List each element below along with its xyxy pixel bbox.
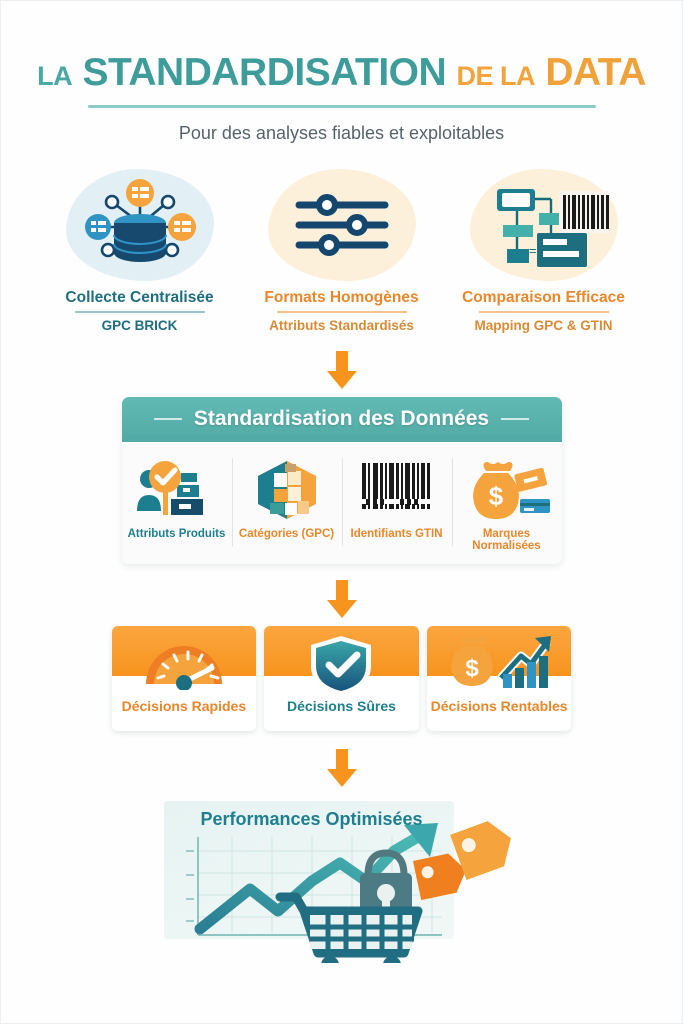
flowchart-barcode-icon: =	[469, 169, 618, 281]
top-card-row: Collecte Centralisée GPC BRICK	[1, 169, 682, 333]
title-divider	[87, 105, 596, 108]
money-bag-tag-icon: $	[454, 456, 560, 524]
top-card-title: Collecte Centralisée	[65, 289, 214, 306]
panel-item-categories[interactable]: Catégories (GPC)	[231, 452, 342, 552]
title-part-dela: DE LA	[456, 61, 536, 91]
decision-card-sures[interactable]: Décisions Sûres	[264, 625, 419, 731]
panel-heading: Standardisation des Données	[193, 407, 490, 431]
panel-item-label: Catégories (GPC)	[238, 527, 335, 540]
arrow-down-icon-2	[326, 579, 357, 618]
standardisation-panel: Standardisation des Données	[121, 396, 562, 564]
panel-item-gtin[interactable]: Identifiants GTIN	[341, 452, 452, 552]
barcode-icon	[344, 456, 450, 524]
speedometer-icon	[112, 634, 257, 690]
performance-section: Performances Optimisées	[142, 793, 542, 963]
top-card-comparaison[interactable]: = Comparaison Efficace	[454, 169, 634, 333]
svg-text:=: =	[529, 243, 537, 258]
price-tag-icon	[412, 820, 511, 900]
arrow-down-icon-3	[326, 748, 357, 787]
shield-check-icon	[264, 634, 419, 698]
top-card-title: Formats Homogènes	[264, 289, 419, 306]
panel-body: Attributs Produits	[121, 441, 562, 564]
database-network-icon	[65, 169, 214, 281]
panel-item-attributs[interactable]: Attributs Produits	[122, 452, 232, 552]
panel-item-label: Marques Normalisées	[472, 527, 541, 552]
padlock-icon	[359, 849, 412, 917]
top-card-collecte[interactable]: Collecte Centralisée GPC BRICK	[50, 169, 230, 333]
panel-item-marques[interactable]: $ Marques Normalisées	[451, 452, 562, 552]
page-title: LA STANDARDISATION DE LA DATA	[1, 53, 682, 92]
trend-up-chart-icon	[185, 820, 511, 963]
svg-text:$: $	[465, 655, 479, 682]
title-part-standardisation: STANDARDISATION	[82, 51, 447, 94]
panel-dash-right	[501, 417, 530, 421]
decision-card-rentables[interactable]: $ Décisions Rentables	[426, 625, 572, 731]
top-card-divider	[74, 311, 205, 313]
arrow-down-icon-1	[326, 350, 357, 389]
header: LA STANDARDISATION DE LA DATA Pour des a…	[1, 1, 682, 144]
svg-text:$: $	[488, 481, 503, 511]
title-part-data: DATA	[545, 51, 646, 94]
person-check-boxes-icon	[124, 456, 230, 524]
top-card-divider	[478, 311, 609, 313]
top-card-subtitle: Mapping GPC & GTIN	[474, 317, 613, 333]
decision-card-label: Décisions Rentables	[430, 697, 568, 714]
decision-row: Décisions Rapides Décisions Sûres	[111, 625, 572, 731]
decision-card-label: Décisions Sûres	[287, 697, 396, 714]
panel-header: Standardisation des Données	[121, 396, 562, 442]
sliders-icon	[267, 169, 416, 281]
panel-item-label: Identifiants GTIN	[350, 527, 443, 540]
shopping-cart-icon	[275, 892, 422, 963]
top-card-subtitle: Attributs Standardisés	[269, 317, 414, 333]
performance-title: Performances Optimisées	[200, 808, 423, 829]
top-card-title: Comparaison Efficace	[462, 289, 625, 306]
panel-item-label: Attributs Produits	[127, 527, 226, 540]
panel-dash-left	[153, 417, 182, 421]
top-card-formats[interactable]: Formats Homogènes Attributs Standardisés	[252, 169, 432, 333]
decision-card-label: Décisions Rapides	[121, 697, 247, 714]
top-card-divider	[276, 311, 407, 313]
page-subtitle: Pour des analyses fiables et exploitable…	[178, 123, 505, 143]
top-card-subtitle: GPC BRICK	[101, 317, 178, 333]
decision-card-rapides[interactable]: Décisions Rapides	[111, 625, 257, 731]
title-part-la: LA	[37, 61, 73, 91]
hexagon-blocks-icon	[234, 456, 340, 524]
money-growth-chart-icon: $	[427, 634, 572, 694]
